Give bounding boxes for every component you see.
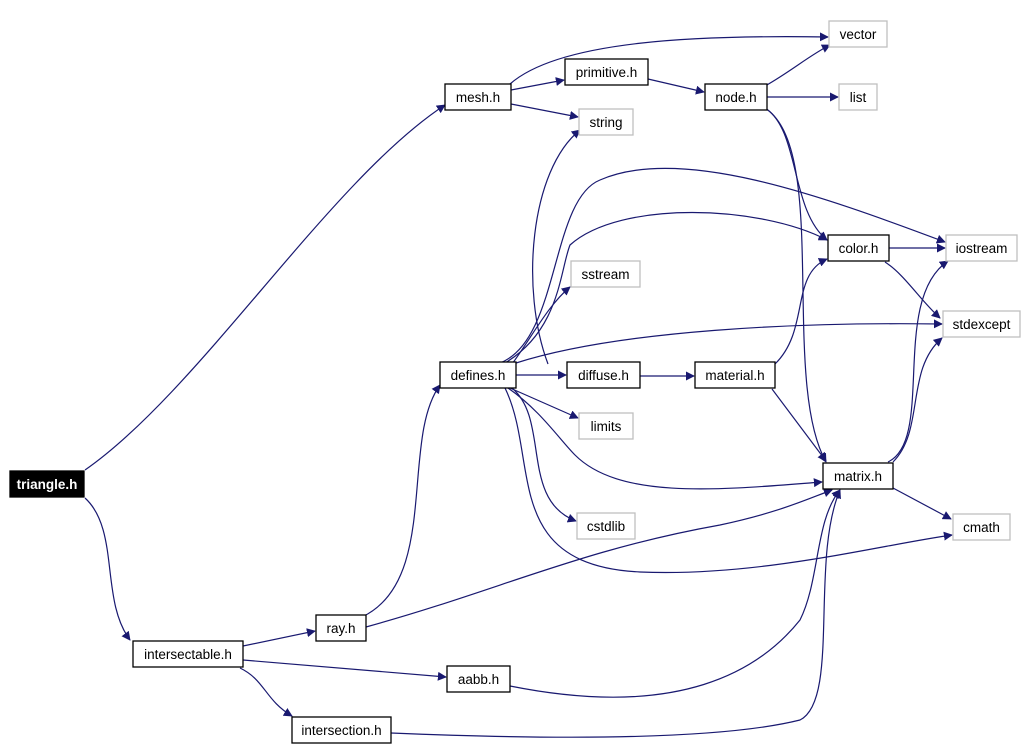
edge-triangle-intersectable (84, 497, 131, 641)
svg-text:limits: limits (591, 419, 622, 434)
edge-defines-cmath (504, 387, 953, 574)
edge-defines-cstdlib (511, 387, 577, 523)
svg-text:cmath: cmath (963, 520, 1000, 535)
edge-matrix-iostream (887, 260, 949, 463)
node-cmath[interactable]: cmath (952, 513, 1011, 541)
edge-color-stdexcept (884, 261, 941, 319)
edge-mesh-vector (509, 32, 829, 85)
edge-defines-color (504, 212, 828, 364)
node-matrix[interactable]: matrix.h (822, 462, 894, 490)
edge-defines-limits (509, 387, 579, 419)
svg-text:material.h: material.h (705, 368, 764, 383)
svg-text:matrix.h: matrix.h (834, 469, 882, 484)
edge-node-matrix (764, 107, 827, 463)
edge-defines-iostream (499, 167, 946, 364)
edge-defines-sstream (511, 286, 571, 365)
svg-text:ray.h: ray.h (326, 621, 355, 636)
svg-text:iostream: iostream (956, 241, 1008, 256)
node-primitive[interactable]: primitive.h (564, 58, 649, 86)
svg-text:intersectable.h: intersectable.h (144, 647, 232, 662)
edge-ray-defines (361, 384, 441, 618)
node-sstream[interactable]: sstream (570, 260, 641, 288)
node-vector[interactable]: vector (828, 20, 888, 48)
node-iostream[interactable]: iostream (945, 234, 1018, 262)
svg-text:diffuse.h: diffuse.h (578, 368, 629, 383)
edge-material-color (774, 258, 828, 365)
node-list[interactable]: list (838, 83, 878, 111)
node-node[interactable]: node.h (704, 83, 768, 111)
node-intersection[interactable]: intersection.h (291, 716, 392, 744)
node-stdexcept[interactable]: stdexcept (942, 310, 1021, 338)
node-string[interactable]: string (578, 108, 634, 136)
svg-text:intersection.h: intersection.h (301, 723, 381, 738)
edge-triangle-mesh (84, 104, 446, 471)
edge-mesh-primitive (510, 77, 565, 91)
edges (84, 32, 953, 738)
edge-primitive-node (647, 78, 705, 95)
svg-text:mesh.h: mesh.h (456, 90, 500, 105)
edge-defines-string (532, 129, 581, 365)
svg-text:string: string (589, 115, 622, 130)
svg-text:list: list (850, 90, 867, 105)
edge-intersectable-ray (242, 628, 316, 647)
node-intersectable[interactable]: intersectable.h (132, 640, 244, 668)
node-ray[interactable]: ray.h (315, 614, 367, 642)
edge-intersection-matrix (390, 489, 841, 738)
edge-intersectable-intersection (239, 667, 293, 717)
node-cstdlib[interactable]: cstdlib (576, 512, 636, 540)
svg-text:sstream: sstream (581, 267, 629, 282)
edge-matrix-cmath (892, 487, 952, 520)
node-triangle[interactable]: triangle.h (9, 470, 85, 498)
edge-node-vector (764, 44, 831, 87)
svg-text:primitive.h: primitive.h (576, 65, 638, 80)
svg-text:aabb.h: aabb.h (458, 672, 499, 687)
svg-text:defines.h: defines.h (451, 368, 506, 383)
svg-text:triangle.h: triangle.h (17, 477, 78, 492)
node-color[interactable]: color.h (827, 234, 890, 262)
svg-text:color.h: color.h (839, 241, 879, 256)
node-defines[interactable]: defines.h (439, 361, 517, 389)
node-aabb[interactable]: aabb.h (446, 665, 511, 693)
edge-mesh-string (510, 103, 579, 120)
edge-material-matrix (771, 388, 827, 462)
nodes: triangle.h mesh.h primitive.h node.h vec… (9, 20, 1021, 744)
edge-defines-matrix (507, 387, 823, 490)
node-mesh[interactable]: mesh.h (444, 83, 512, 111)
edge-matrix-stdexcept (892, 337, 943, 463)
edge-ray-matrix (365, 488, 833, 628)
svg-text:vector: vector (840, 27, 877, 42)
svg-text:stdexcept: stdexcept (953, 317, 1011, 332)
edge-intersectable-aabb (242, 659, 447, 681)
node-limits[interactable]: limits (578, 412, 634, 440)
edge-defines-stdexcept (515, 319, 943, 364)
edge-aabb-matrix (509, 489, 841, 698)
node-material[interactable]: material.h (694, 361, 776, 389)
svg-text:node.h: node.h (715, 90, 756, 105)
node-diffuse[interactable]: diffuse.h (566, 361, 641, 389)
svg-text:cstdlib: cstdlib (587, 519, 625, 534)
